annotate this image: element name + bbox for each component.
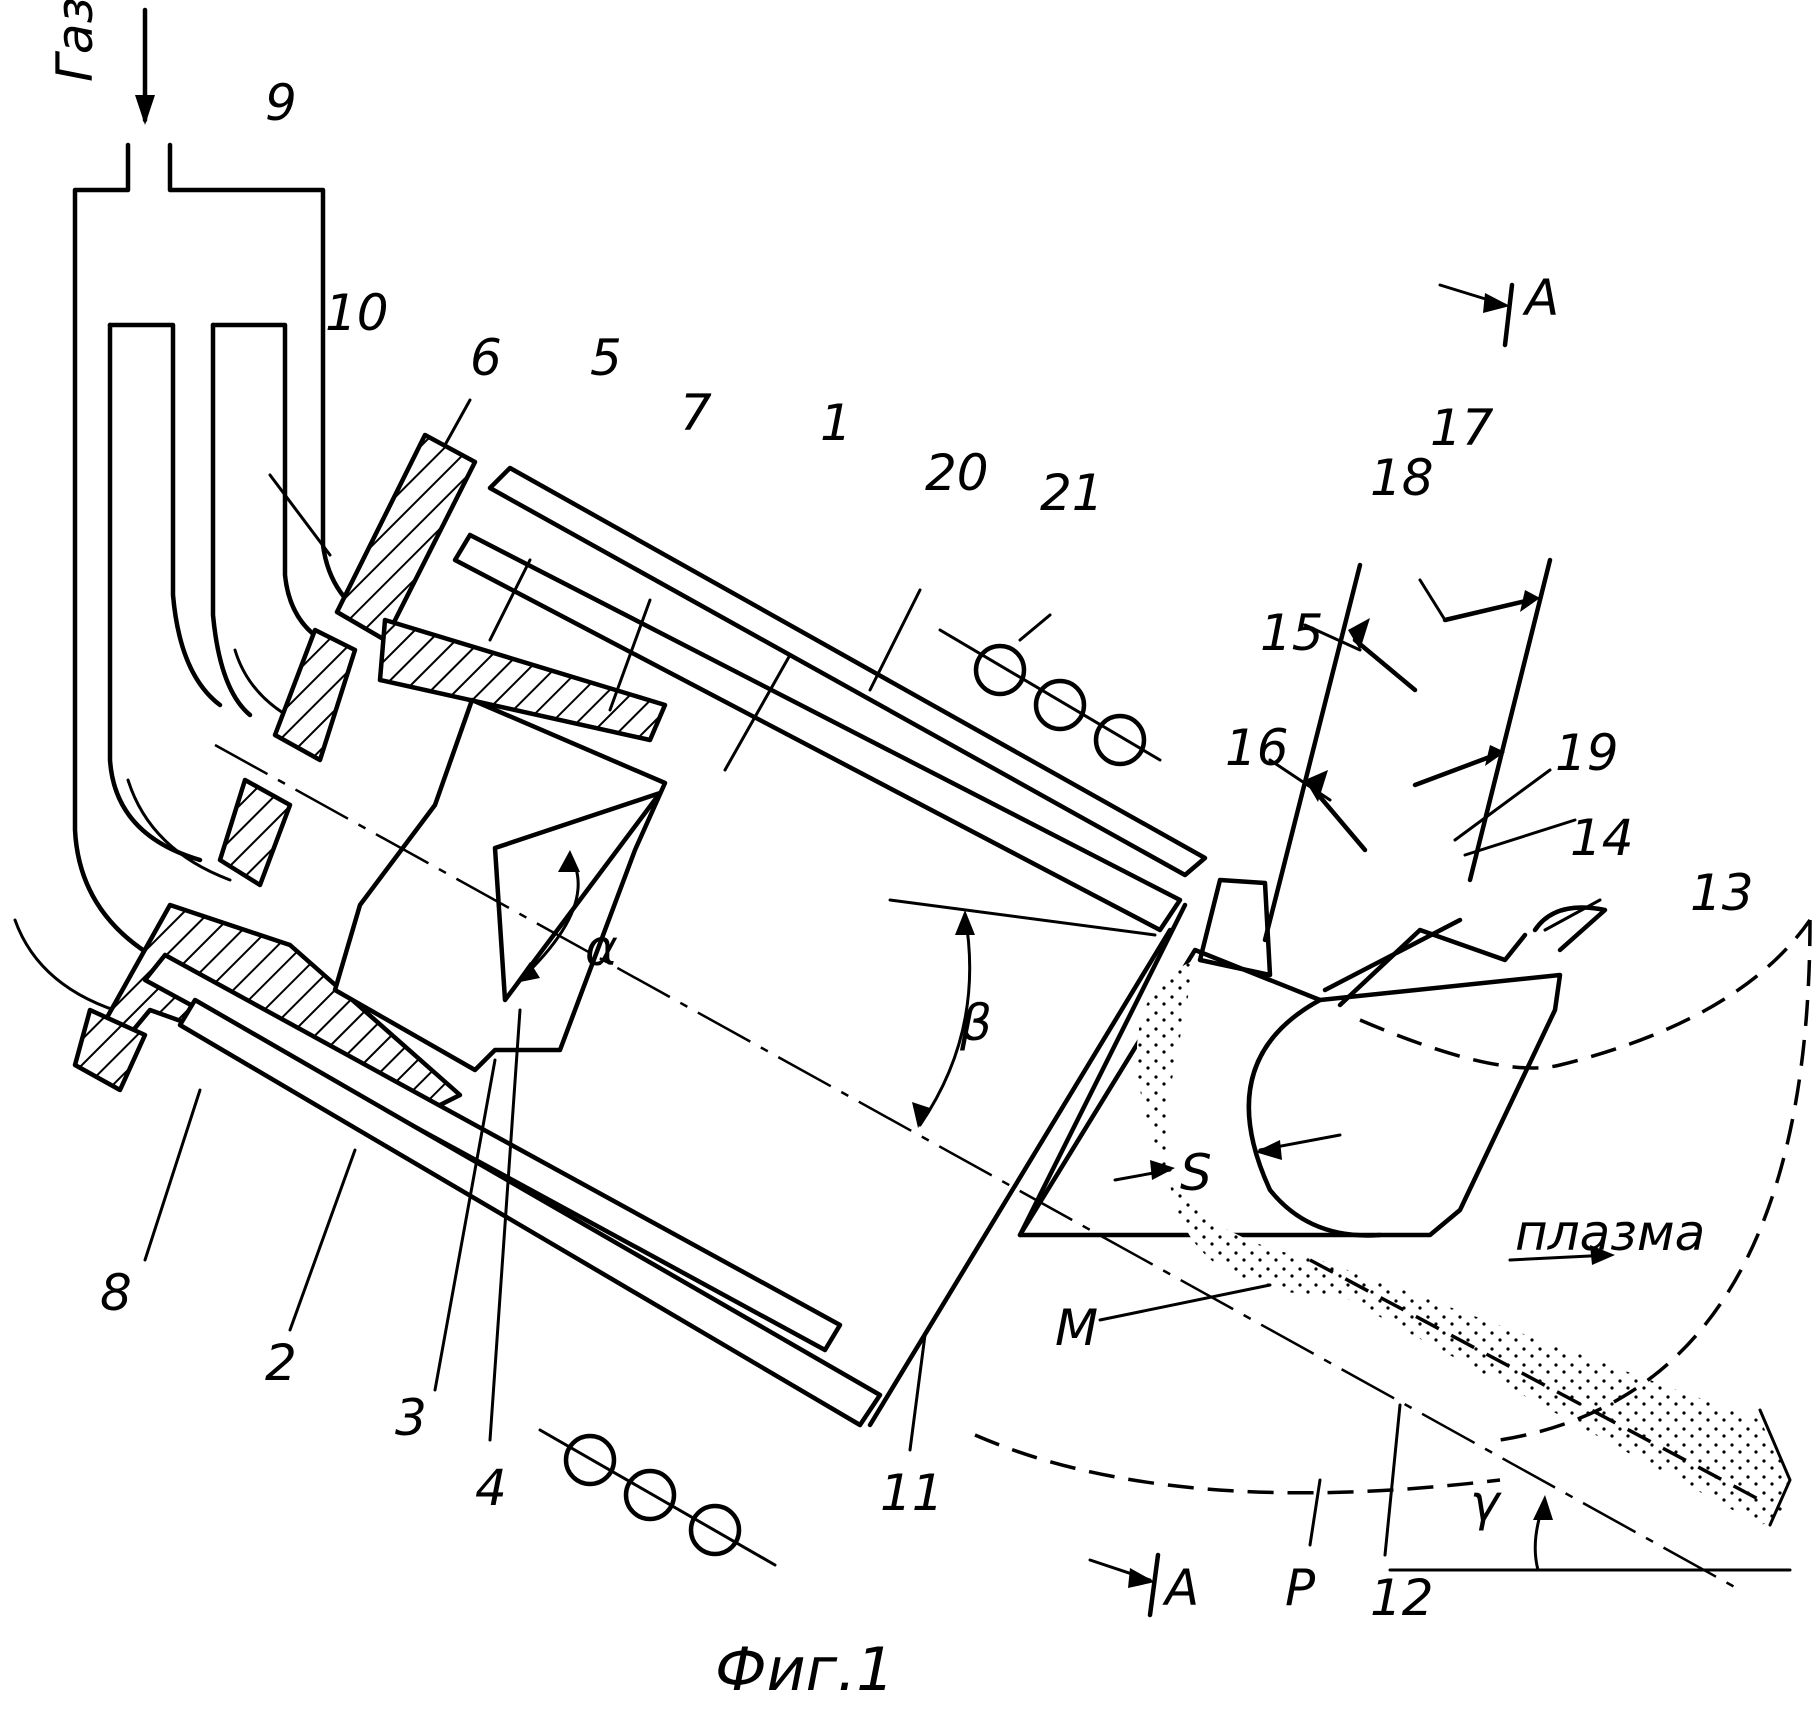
leader-4 [490,1010,520,1440]
section-label-bottom: A [1162,1559,1199,1617]
label-13: 13 [1690,864,1754,922]
baffle-4 [1415,755,1495,785]
channel-4 [213,325,250,715]
section-line-top [1505,285,1512,345]
leader-18 [1420,580,1445,620]
plasma-label: плазма [1515,1204,1705,1262]
label-S: S [1180,1144,1212,1202]
label-9: 9 [265,74,297,132]
section-line-bottom [1150,1555,1158,1615]
section-marks [1090,285,1512,1615]
coil-upper-2 [1036,681,1084,729]
flow-line-c [15,920,130,1015]
label-8: 8 [100,1264,132,1322]
label-21: 21 [1040,464,1104,522]
gas-arrow-head [135,95,155,125]
channel-3 [213,325,330,645]
label-1: 1 [820,394,852,452]
leader-21 [1020,615,1050,640]
anode-chamber [145,468,1205,1425]
section-label-top: A [1522,269,1559,327]
label-16: 16 [1225,719,1289,777]
leader-20 [870,590,920,690]
manifold-outer-right [170,145,380,625]
gas-boundary [1360,920,1810,1068]
plasma-core [1249,1000,1380,1235]
label-12: 12 [1370,1569,1434,1627]
labels: Газ 9 10 6 5 7 1 20 21 17 18 15 16 19 14… [46,0,1754,1705]
figure-caption: Фиг.1 [715,1635,894,1705]
label-7: 7 [680,384,712,442]
gas-label: Газ [46,0,104,82]
angle-alpha: α [585,919,618,977]
label-5: 5 [590,329,622,387]
insulator-mid [220,780,290,885]
leader-P [1310,1480,1320,1545]
coil-upper-3 [1096,716,1144,764]
beta-arrow-top [955,910,975,935]
label-6: 6 [470,329,502,387]
baffle-1 [1355,640,1415,690]
channel-2 [110,325,200,860]
coil-lower-2 [626,1471,674,1519]
leader-12 [1385,1405,1400,1555]
label-10: 10 [325,284,389,342]
label-M: M [1055,1299,1098,1357]
gamma-arrow [1533,1495,1553,1520]
flange-6 [337,435,475,640]
coil-axis-lower [540,1430,775,1565]
nozzle-lip [1200,880,1270,975]
angle-beta: β [959,994,992,1052]
leader-6 [445,400,470,445]
label-4: 4 [475,1459,507,1517]
channel-1 [110,325,220,705]
plate-14 [1325,920,1460,990]
baffle-3 [1445,600,1530,620]
label-14: 14 [1570,809,1634,867]
section-arrowhead-bottom [1128,1568,1155,1588]
label-P: P [1285,1559,1316,1617]
label-18: 18 [1370,449,1434,507]
label-19: 19 [1555,724,1619,782]
cathode [335,700,665,1070]
leader-19 [1455,770,1550,840]
label-15: 15 [1260,604,1324,662]
leader-8 [145,1090,200,1260]
shield-12 [1020,950,1560,1235]
label-17: 17 [1430,399,1494,457]
coil-upper-1 [976,646,1024,694]
flow-p-bottom [975,1435,1500,1493]
angle-gamma: γ [1470,1474,1502,1532]
section-arrowhead-top [1483,293,1510,313]
label-3: 3 [395,1389,427,1447]
insulator-upper [275,630,355,760]
label-20: 20 [925,444,989,502]
gas-manifold [15,10,380,1055]
leader-2 [290,1150,355,1330]
label-2: 2 [265,1334,297,1392]
label-11: 11 [880,1464,944,1522]
